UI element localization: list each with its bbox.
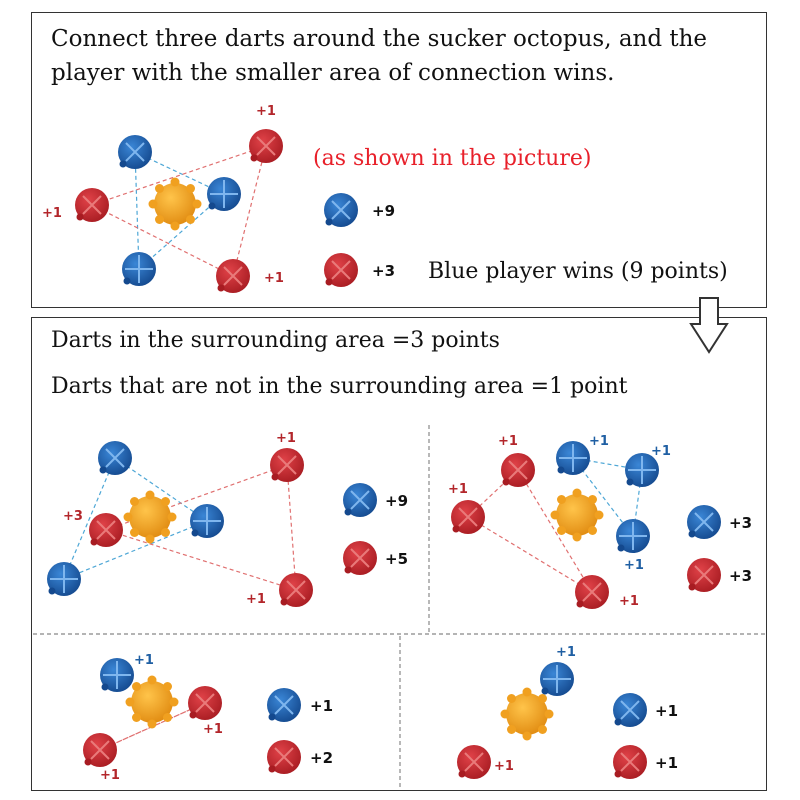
score-label: +1 (100, 768, 120, 783)
score-label: +1 (256, 104, 276, 119)
score-label: +1 (556, 645, 576, 660)
score-label: +1 (619, 594, 639, 609)
intro-line-2: player with the smaller area of connecti… (51, 60, 615, 86)
picture-note: (as shown in the picture) (313, 146, 592, 171)
score-label: +1 (42, 206, 62, 221)
score-label: +1 (448, 482, 468, 497)
score-label: +1 (624, 558, 644, 573)
score-label: +1 (494, 759, 514, 774)
legend-red-score: +3 (729, 567, 753, 585)
score-label: +1 (203, 722, 223, 737)
score-label: +1 (498, 434, 518, 449)
panel-2-connections (62, 457, 297, 591)
score-label: +3 (63, 509, 83, 524)
intro-line-1: Connect three darts around the sucker oc… (51, 26, 708, 52)
panel-3-connections (467, 457, 643, 593)
legend-red-score: +3 (372, 262, 396, 280)
legend-red-score: +2 (310, 749, 334, 767)
score-label: +1 (246, 592, 266, 607)
legend-red-score: +5 (385, 550, 409, 568)
score-label: +1 (134, 653, 154, 668)
score-label: +1 (651, 444, 671, 459)
result-text: Blue player wins (9 points) (428, 259, 728, 284)
legend-blue-score: +9 (372, 202, 396, 220)
rules-panel (31, 317, 767, 791)
legend-red-score: +1 (655, 754, 679, 772)
score-label: +1 (276, 431, 296, 446)
rule-line-1: Darts in the surrounding area =3 points (51, 328, 500, 353)
score-label: +1 (589, 434, 609, 449)
rule-line-2: Darts that are not in the surrounding ar… (51, 374, 628, 399)
score-label: +1 (264, 271, 284, 286)
legend-blue-score: +3 (729, 514, 753, 532)
top-panel-connections (90, 145, 267, 277)
down-arrow-icon (689, 297, 729, 354)
legend-blue-score: +1 (310, 697, 334, 715)
example-panel (31, 12, 767, 308)
legend-blue-score: +1 (655, 702, 679, 720)
legend-blue-score: +9 (385, 492, 409, 510)
